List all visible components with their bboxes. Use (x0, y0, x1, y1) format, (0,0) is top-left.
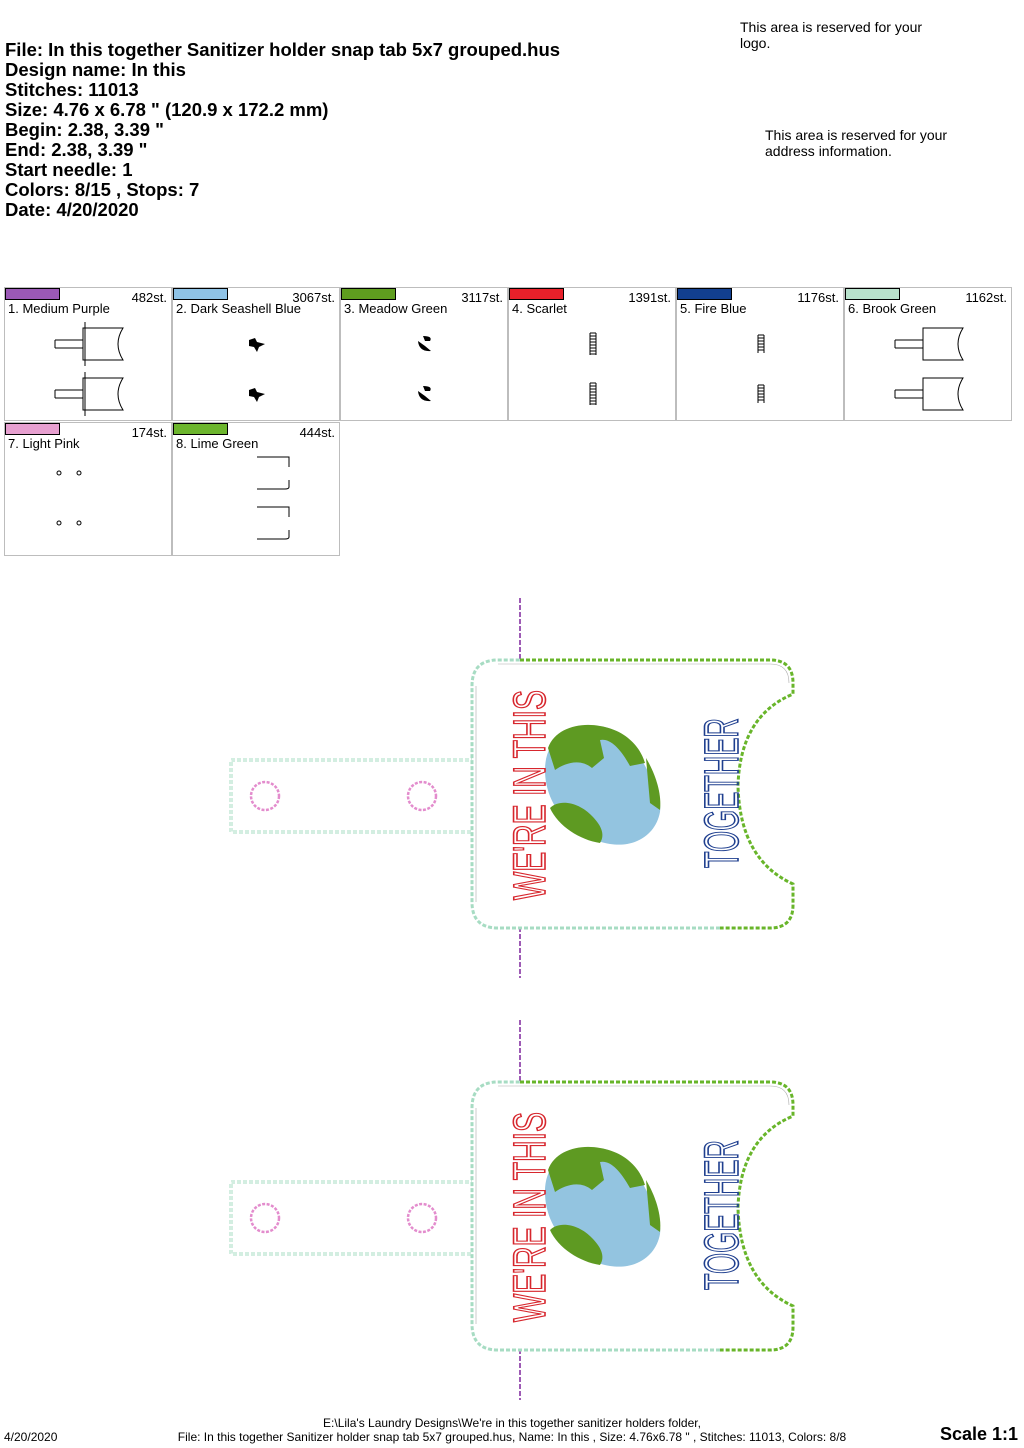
info-end: End: 2.38, 3.39 " (5, 139, 148, 160)
color-thumbnail (54, 322, 124, 416)
color-thumbnail (249, 338, 265, 402)
color-cell: 444st. 8. Lime Green (172, 422, 340, 556)
thread-color-table: 482st. 1. Medium Purple 3067st.2. Dark Sea… (4, 287, 1014, 559)
color-swatch (5, 288, 60, 300)
color-swatch (845, 288, 900, 300)
color-swatch (173, 423, 228, 435)
color-swatch (509, 288, 564, 300)
color-thumbnail (757, 334, 765, 403)
color-thumbnail (257, 456, 290, 540)
sanitizer-holder: WE'RE IN THIS TOGETHER (229, 1020, 795, 1400)
color-thumbnail (894, 327, 964, 411)
info-design-name: Design name: In this (5, 59, 186, 80)
footer-scale: Scale 1:1 (939, 1424, 1018, 1444)
stitch-count: 482st. (131, 290, 167, 305)
info-date: Date: 4/20/2020 (5, 199, 139, 220)
color-name: 1. Medium Purple (8, 301, 110, 316)
address-reserved-note: This area is reserved for your address i… (765, 127, 948, 159)
color-name: 2. Dark Seashell Blue (176, 301, 302, 316)
color-name: 5. Fire Blue (680, 301, 747, 316)
color-name: 8. Lime Green (176, 436, 259, 451)
color-thumbnail (418, 336, 431, 402)
sanitizer-holder: WE'RE IN THIS TOGETHER (229, 598, 795, 978)
info-colors-stops: Colors: 8/15 , Stops: 7 (5, 179, 200, 200)
stitch-count: 174st. (131, 425, 167, 440)
color-swatch (341, 288, 396, 300)
color-name: 6. Brook Green (848, 301, 937, 316)
info-begin: Begin: 2.38, 3.39 " (5, 119, 164, 140)
design-text-line2: TOGETHER (696, 718, 749, 868)
footer-path: E:\Lila's Laundry Designs\We're in this … (323, 1416, 701, 1430)
color-swatch (173, 288, 228, 300)
stitch-count: 444st. (299, 425, 335, 440)
info-start-needle: Start needle: 1 (5, 159, 133, 180)
footer-file-line: File: In this together Sanitizer holder … (177, 1430, 847, 1444)
color-cell: 3067st.2. Dark Seashell Blue (172, 287, 340, 421)
color-swatch (5, 423, 60, 435)
design-text-line1: WE'RE IN THIS (504, 1112, 555, 1322)
stitch-count: 1391st. (628, 290, 671, 305)
stitch-count: 1162st. (965, 290, 1007, 305)
stitch-count: 1176st. (797, 290, 839, 305)
color-cell: 1162st. 6. Brook Green (844, 287, 1012, 421)
color-cell: 3117st. 3. Meadow Green (340, 287, 508, 421)
design-preview: WE'RE IN THIS TOGETHER WE'RE IN THIS TOGETH… (229, 598, 795, 1400)
design-text-line1: WE'RE IN THIS (504, 690, 555, 900)
info-file: File: In this together Sanitizer holder … (5, 39, 561, 60)
color-name: 3. Meadow Green (344, 301, 448, 316)
footer-date: 4/20/2020 (4, 1430, 58, 1444)
color-cell: 1176st. 5. Fire Blue (676, 287, 844, 421)
color-name: 7. Light Pink (8, 436, 80, 451)
info-stitches: Stitches: 11013 (5, 79, 139, 100)
color-thumbnail (56, 470, 82, 526)
color-swatch (677, 288, 732, 300)
design-info: File: In this together Sanitizer holder … (5, 40, 560, 220)
design-text-line2: TOGETHER (696, 1140, 749, 1290)
color-thumbnail (589, 332, 597, 405)
stitch-count: 3117st. (461, 290, 503, 305)
logo-reserved-note: This area is reserved for your logo. (740, 19, 923, 51)
color-cell: 1391st. 4. Scarlet (508, 287, 676, 421)
color-cell: 482st. 1. Medium Purple (4, 287, 172, 421)
footer-info: E:\Lila's Laundry Designs\We're in this … (0, 1416, 1024, 1444)
color-name: 4. Scarlet (512, 301, 567, 316)
color-cell: 174st. 7. Light Pink (4, 422, 172, 556)
info-size: Size: 4.76 x 6.78 " (120.9 x 172.2 mm) (5, 99, 329, 120)
stitch-count: 3067st. (292, 290, 335, 305)
